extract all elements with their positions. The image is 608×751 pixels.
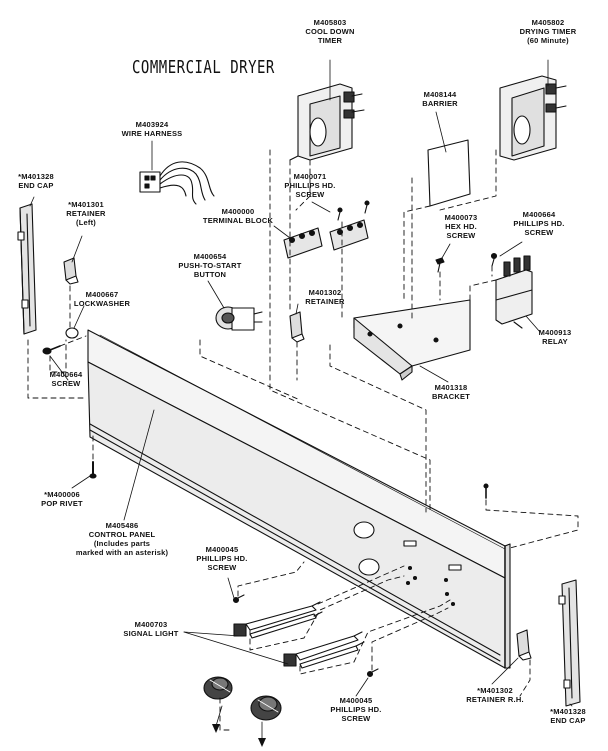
cool-down-timer-part: [289, 83, 365, 161]
signal-light-part: [233, 601, 365, 669]
control-panel-part: [87, 329, 511, 669]
assembly-lines: [27, 149, 579, 731]
push-button-part: [215, 306, 263, 331]
leader-lines: [29, 59, 573, 741]
knob-right-part: [250, 695, 282, 721]
pop-rivet-part: [89, 461, 97, 479]
phillips-screw-relay-part: [490, 252, 498, 267]
retainer-mid-part: [289, 311, 305, 343]
arrow-head: [258, 738, 266, 747]
barrier-part: [427, 139, 471, 207]
phillips-screw-bottom-part: [366, 668, 379, 678]
hex-screw-part: [435, 257, 445, 273]
lockwasher-part: [65, 327, 79, 339]
end-cap-right-part: [558, 579, 581, 707]
wire-harness-part: [139, 161, 215, 205]
screw-left-part: [42, 345, 61, 355]
phillips-screw-mid-part: [232, 594, 245, 604]
retainer-left-part: [63, 257, 79, 285]
knob-left-part: [203, 676, 233, 700]
bracket-part: [353, 299, 471, 381]
phillips-screw-top-part: [337, 200, 370, 221]
relay-part: [495, 255, 533, 329]
end-cap-left-part: [17, 203, 37, 335]
panel-rivet-top-part: [483, 483, 489, 499]
arrow-head: [212, 724, 220, 733]
drying-timer-part: [499, 75, 567, 161]
diagram-title: COMMERCIAL DRYER: [132, 58, 275, 78]
retainer-right-part: [516, 629, 532, 661]
terminal-block-part: [283, 219, 369, 259]
